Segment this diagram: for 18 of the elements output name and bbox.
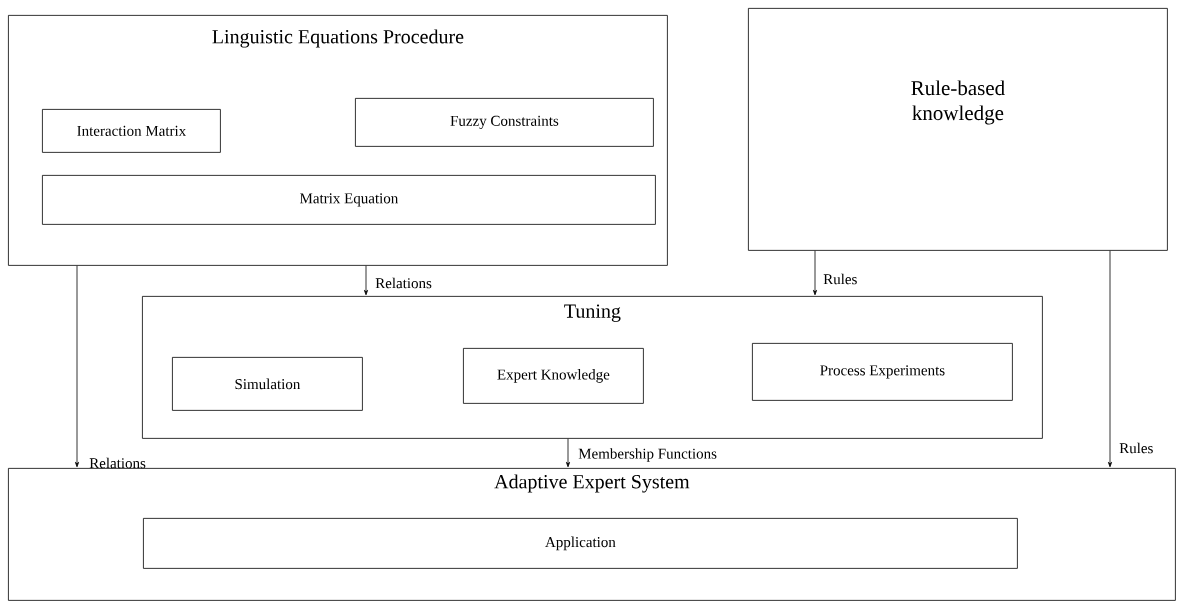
process-box: Fuzzy Constraints	[355, 98, 654, 147]
process-box: Simulation	[172, 357, 363, 411]
arrow	[75, 265, 80, 468]
process-box: Process Experiments	[752, 343, 1013, 401]
edge-label: Relations	[375, 277, 432, 289]
edge-label: Rules	[1119, 442, 1153, 454]
process-box: Interaction Matrix	[42, 109, 221, 153]
edge-label: Relations	[89, 457, 146, 469]
process-box: Expert Knowledge	[463, 348, 644, 404]
edge-label: Membership Functions	[578, 448, 717, 462]
arrow	[566, 438, 570, 468]
process-box: Matrix Equation	[42, 175, 656, 225]
process-box: Application	[143, 518, 1018, 569]
arrow	[1108, 250, 1112, 468]
arrow	[364, 265, 368, 296]
process-box: Rule-based knowledge	[748, 8, 1168, 251]
arrow	[813, 250, 817, 296]
edge-label: Rules	[823, 273, 857, 285]
